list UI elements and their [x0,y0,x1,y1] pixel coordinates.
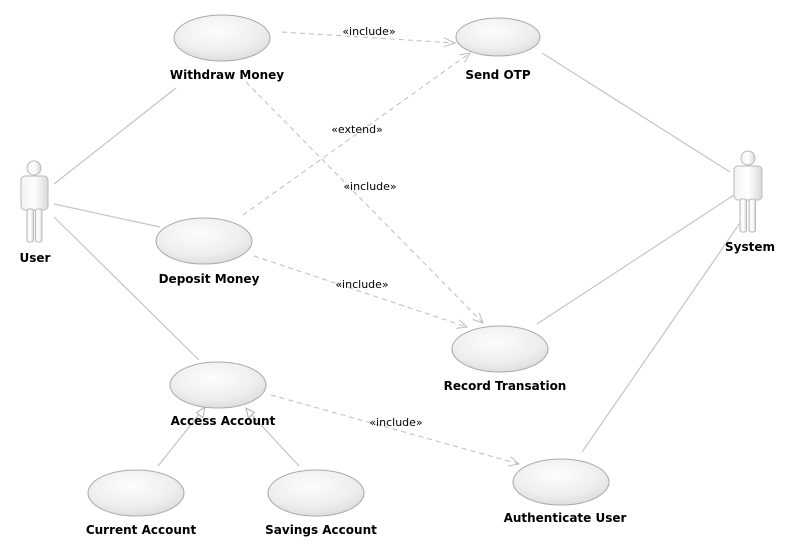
use-case-ellipse [451,325,549,373]
use-case-ellipse [155,217,253,265]
use-case-label: Savings Account [265,523,377,537]
associations [53,52,743,453]
dependency-deposit-send-otp[interactable] [242,52,471,216]
association-user-access-account[interactable] [53,216,200,361]
stereotype-deposit-record: «include» [335,278,388,291]
dependency-access-authenticate[interactable] [270,394,520,465]
generalization-head-current-account [195,405,206,419]
use-case-label: Withdraw Money [170,68,284,82]
use-case-access-account[interactable]: Access Account [169,361,276,428]
use-case-ellipse [512,458,610,506]
use-case-ellipse [173,14,271,62]
association-user-deposit-money[interactable] [53,203,161,228]
dependency-arrowhead-deposit-send-otp [459,52,471,63]
use-case-send-otp[interactable]: Send OTP [455,17,541,82]
association-send-otp-system[interactable] [541,52,731,173]
actor-label: System [725,240,775,254]
use-case-savings-account[interactable]: Savings Account [265,469,377,537]
association-user-withdraw-money[interactable] [53,87,177,185]
use-case-label: Authenticate User [504,511,627,525]
use-case-label: Record Transation [444,379,567,393]
dependency-arrowhead-withdraw-record [472,312,484,324]
actor-label: User [20,251,51,265]
use-case-label: Deposit Money [159,272,260,286]
dependency-arrowhead-deposit-record [456,319,469,329]
use-case-label: Send OTP [465,68,530,82]
dependency-withdraw-record[interactable] [245,81,484,324]
actor-figure-icon [733,150,763,233]
use-case-label: Current Account [86,523,197,537]
generalizations [157,405,300,467]
use-case-withdraw-money[interactable]: Withdraw Money [170,14,284,82]
use-case-current-account[interactable]: Current Account [86,469,197,537]
association-authenticate-user-system[interactable] [581,219,743,453]
use-case-ellipse [87,469,185,517]
use-case-authenticate-user[interactable]: Authenticate User [504,458,627,525]
actor-system[interactable]: System [725,150,775,254]
use-case-ellipse [169,361,267,409]
dependencies [242,31,521,467]
dependency-arrowhead-access-authenticate [508,456,521,467]
use-case-record-transation[interactable]: Record Transation [444,325,567,393]
stereotype-access-authenticate: «include» [369,416,422,429]
dependency-withdraw-send-otp[interactable] [281,31,456,44]
actor-user[interactable]: User [20,160,51,265]
stereotype-withdraw-send-otp: «include» [342,25,395,38]
generalization-head-savings-account [245,407,256,419]
use-case-deposit-money[interactable]: Deposit Money [155,217,260,286]
use-case-ellipse [455,17,541,57]
generalization-current-account[interactable] [157,411,202,467]
stereotype-deposit-send-otp: «extend» [331,123,383,136]
generalization-savings-account[interactable] [249,412,300,467]
use-case-ellipse [267,469,365,517]
stereotype-withdraw-record: «include» [343,180,396,193]
actor-figure-icon [20,160,49,243]
stereotype-labels: «include» «extend» «include» «include» «… [331,25,422,429]
dependency-deposit-record[interactable] [253,255,468,328]
dependency-arrowhead-withdraw-send-otp [443,37,457,48]
use-case-label: Access Account [171,414,276,428]
association-record-transation-system[interactable] [536,194,735,325]
